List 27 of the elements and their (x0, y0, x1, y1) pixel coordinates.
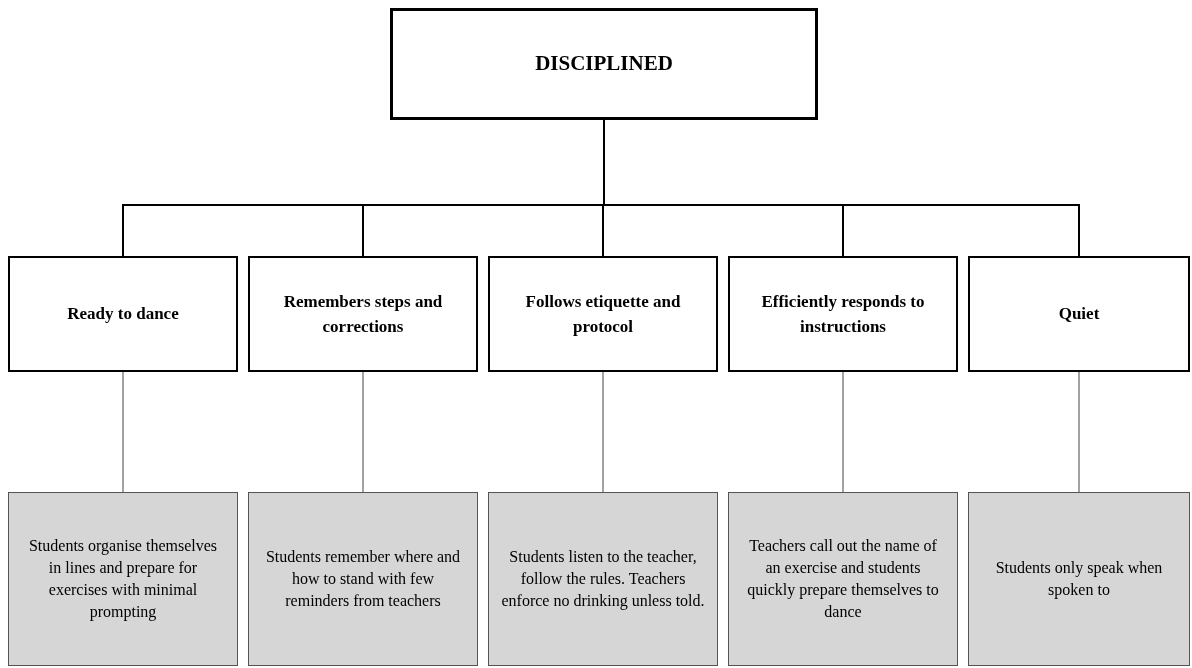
category-box (968, 256, 1190, 372)
box-text: Students organise themselves in lines and prepare for exercises with minimal prompting (27, 536, 219, 623)
box-text: Quiet (1058, 303, 1100, 326)
category-box (728, 256, 958, 372)
connector-line (122, 371, 124, 493)
connector-line (842, 371, 844, 493)
description-box (728, 492, 958, 666)
category-box (8, 256, 238, 372)
box-text: Follows etiquette and protocol (524, 290, 682, 338)
connector-line (362, 371, 364, 493)
box-text: Ready to dance (67, 303, 179, 326)
category-box (488, 256, 718, 372)
box-text: Students only speak when spoken to (994, 558, 1164, 601)
connector-line (1078, 371, 1080, 493)
description-box (8, 492, 238, 666)
box-text: Efficiently responds to instructions (760, 290, 926, 338)
box-text: DISCIPLINED (535, 50, 673, 78)
box-text: Teachers call out the name of an exercise and students quickly prepare themselves to dance (746, 536, 940, 622)
box-text: Students remember where and how to stand with few reminders from teachers (264, 547, 462, 611)
description-box (968, 492, 1190, 666)
description-box (488, 492, 718, 666)
box-text: Students listen to the teacher, follow the rules. Teachers enforce no drinking unless told. (501, 547, 705, 612)
box-text: Remembers steps and corrections (282, 290, 444, 338)
root-box (390, 8, 818, 120)
connector-line (602, 371, 604, 493)
category-box (248, 256, 478, 372)
description-box (248, 492, 478, 666)
